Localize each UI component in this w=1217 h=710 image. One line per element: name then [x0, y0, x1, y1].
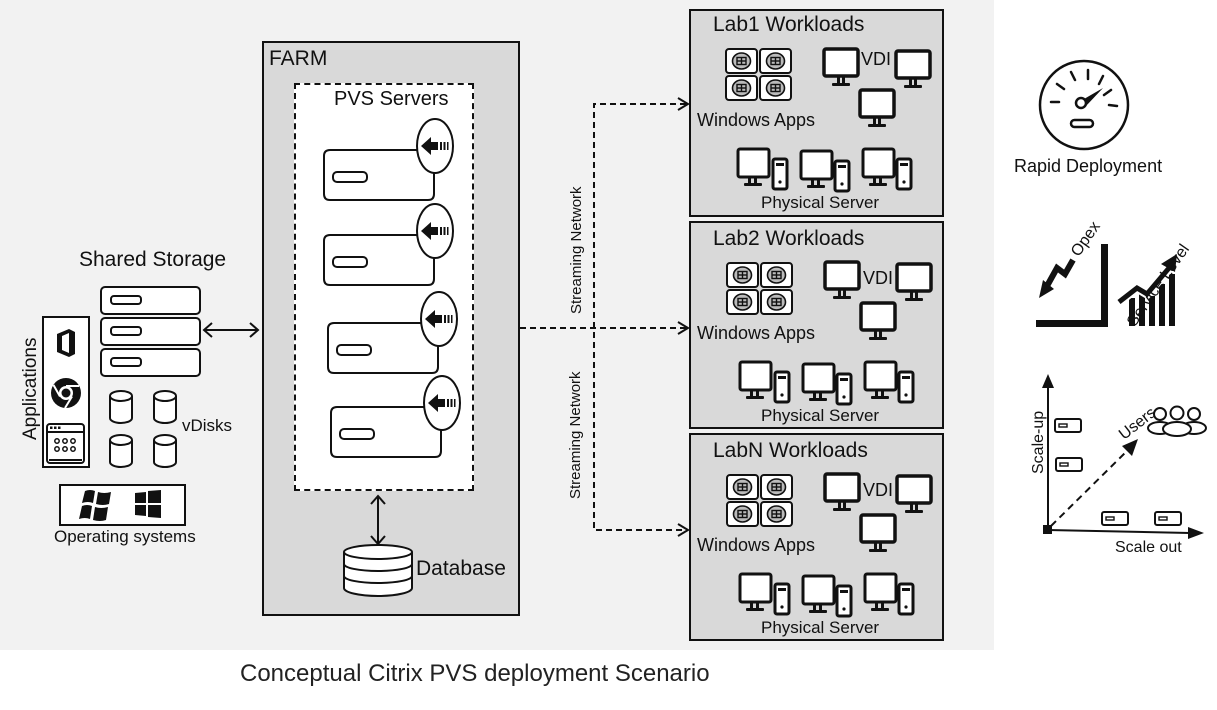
windows-apps-label: Windows Apps	[697, 110, 816, 130]
office-icon	[57, 329, 75, 357]
physical-servers-icon	[738, 360, 915, 406]
vdisks-label: vDisks	[182, 416, 233, 435]
pvs-server-4	[330, 375, 461, 458]
pvs-server-2	[323, 203, 454, 286]
database-icon	[343, 544, 413, 597]
vdi-monitors-icon	[823, 260, 933, 340]
operating-systems-label: Operating systems	[54, 527, 196, 546]
app-window-icon	[46, 423, 85, 464]
scale-up-server-2	[1055, 457, 1083, 472]
vdi-monitors-icon	[822, 47, 932, 127]
opex-decrease-icon	[1036, 244, 1108, 327]
service-level-increase-icon	[1116, 254, 1177, 326]
windows-xp-logo-icon	[79, 490, 111, 521]
streaming-network-label-upper: Streaming Network	[568, 186, 585, 314]
windows-apps-label: Windows Apps	[697, 535, 816, 555]
users-group-icon	[1147, 405, 1207, 437]
lab2-workloads-box: Lab2 Workloads Windows Apps VDI	[689, 221, 944, 429]
windows-apps-label: Windows Apps	[697, 323, 816, 343]
scale-up-server-1	[1054, 418, 1082, 433]
pvs-server-1	[323, 118, 454, 201]
lab-title: LabN Workloads	[713, 439, 868, 462]
physical-server-label: Physical Server	[761, 406, 880, 425]
vdi-label: VDI	[863, 480, 894, 500]
pvs-server-3	[327, 291, 458, 374]
operating-systems-panel	[59, 484, 186, 526]
chrome-icon	[51, 378, 81, 409]
windows-10-logo-icon	[135, 490, 161, 518]
vdi-monitors-icon	[823, 472, 933, 552]
physical-servers-icon	[736, 147, 913, 193]
vdisks-icon	[109, 390, 177, 468]
physical-servers-icon	[738, 572, 915, 618]
labn-workloads-box: LabN Workloads Windows Apps VDI	[689, 433, 944, 641]
scale-out-server-1	[1101, 511, 1129, 526]
pvs-servers-label: PVS Servers	[334, 88, 449, 110]
windows-apps-icons	[725, 48, 792, 101]
storage-array-icon	[100, 286, 201, 377]
shared-storage-label: Shared Storage	[79, 248, 227, 271]
applications-label: Applications	[20, 337, 41, 440]
speedometer-icon	[1038, 59, 1130, 151]
scale-out-server-2	[1154, 511, 1182, 526]
lab-title: Lab1 Workloads	[713, 13, 865, 36]
database-label: Database	[416, 557, 506, 580]
scale-up-label: Scale-up	[1030, 410, 1047, 474]
vdi-label: VDI	[863, 268, 894, 288]
pvs-database-bidirectional-arrow	[370, 494, 386, 546]
scaling-axes-icon	[1042, 374, 1204, 539]
streaming-network-lines	[520, 97, 690, 537]
windows-apps-icons	[726, 474, 793, 527]
diagram-caption: Conceptual Citrix PVS deployment Scenari…	[240, 660, 710, 687]
scale-out-label: Scale out	[1115, 539, 1182, 556]
physical-server-label: Physical Server	[761, 193, 880, 212]
lab-title: Lab2 Workloads	[713, 227, 865, 250]
physical-server-label: Physical Server	[761, 618, 880, 637]
vdi-label: VDI	[861, 49, 892, 69]
farm-label: FARM	[269, 47, 328, 70]
storage-farm-bidirectional-arrow	[202, 322, 260, 338]
rapid-deployment-label: Rapid Deployment	[1014, 156, 1163, 176]
streaming-network-label-lower: Streaming Network	[567, 371, 584, 499]
lab1-workloads-box: Lab1 Workloads Windows Apps VDI	[689, 9, 944, 217]
windows-apps-icons	[726, 262, 793, 315]
